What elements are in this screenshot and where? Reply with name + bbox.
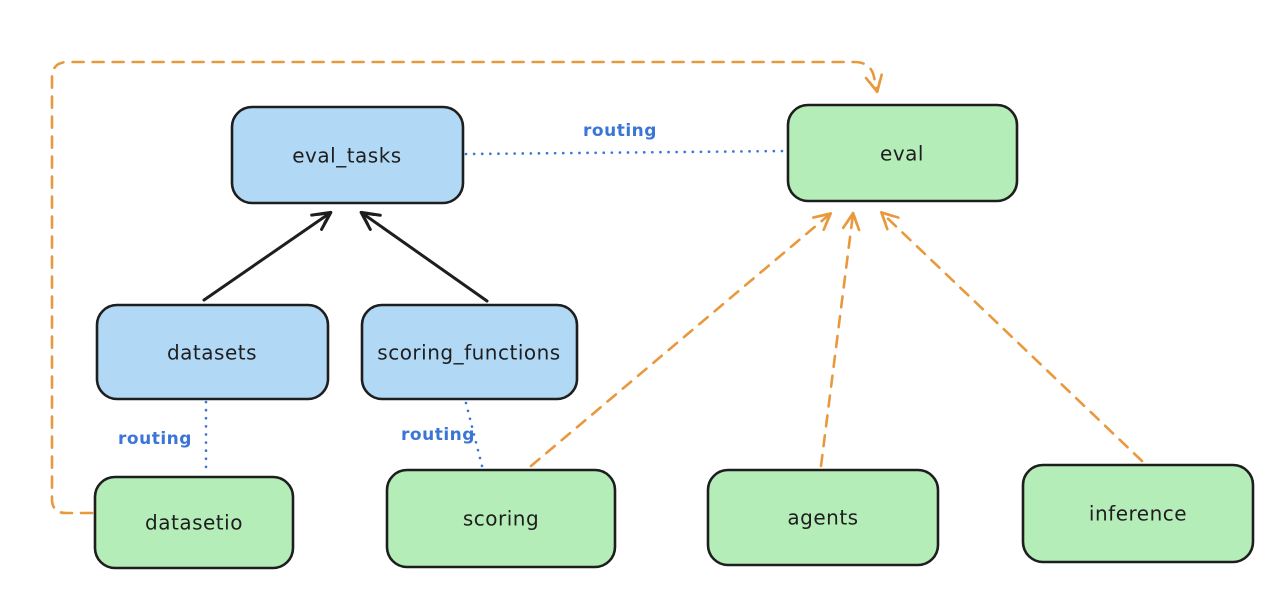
node-datasetio-label: datasetio bbox=[145, 511, 243, 535]
node-datasetio-box bbox=[93, 475, 295, 570]
edge-datasets-to-eval-tasks bbox=[202, 210, 333, 302]
node-eval-tasks-box bbox=[230, 105, 465, 205]
routing-label-eval-tasks-eval: routing bbox=[583, 121, 657, 141]
node-eval-box bbox=[786, 103, 1019, 203]
edge-inference-to-eval bbox=[879, 211, 1144, 463]
edge-eval-tasks-to-eval bbox=[464, 149, 786, 156]
node-scoring-box bbox=[385, 468, 617, 569]
routing-label-datasets-datasetio: routing bbox=[118, 429, 192, 449]
node-inference: inference bbox=[1021, 463, 1255, 564]
node-eval: eval bbox=[786, 103, 1019, 203]
node-agents-box bbox=[706, 468, 940, 567]
edge-datasetio-to-eval bbox=[50, 60, 883, 515]
node-inference-label: inference bbox=[1089, 502, 1187, 526]
node-scoring-label: scoring bbox=[463, 507, 539, 531]
node-datasetio: datasetio bbox=[93, 475, 295, 570]
edge-scoring-to-eval bbox=[529, 212, 833, 468]
routing-label-scoring-functions-scoring: routing bbox=[401, 425, 475, 445]
edge-agents-to-eval bbox=[819, 211, 861, 468]
node-datasets-label: datasets bbox=[167, 341, 257, 365]
node-datasets: datasets bbox=[95, 303, 330, 401]
node-scoring-functions-box bbox=[360, 303, 579, 401]
node-inference-box bbox=[1021, 463, 1255, 564]
node-eval-label: eval bbox=[880, 142, 924, 166]
edge-scoring-functions-to-scoring bbox=[464, 401, 484, 468]
node-scoring: scoring bbox=[385, 468, 617, 569]
node-eval-tasks: eval_tasks bbox=[230, 105, 465, 205]
node-scoring-functions: scoring_functions bbox=[360, 303, 579, 401]
edge-scoring-functions-to-eval-tasks bbox=[359, 210, 489, 303]
node-agents: agents bbox=[706, 468, 940, 567]
node-eval-tasks-label: eval_tasks bbox=[292, 144, 401, 168]
node-datasets-box bbox=[95, 303, 330, 401]
node-agents-label: agents bbox=[787, 506, 858, 530]
node-scoring-functions-label: scoring_functions bbox=[377, 341, 560, 365]
